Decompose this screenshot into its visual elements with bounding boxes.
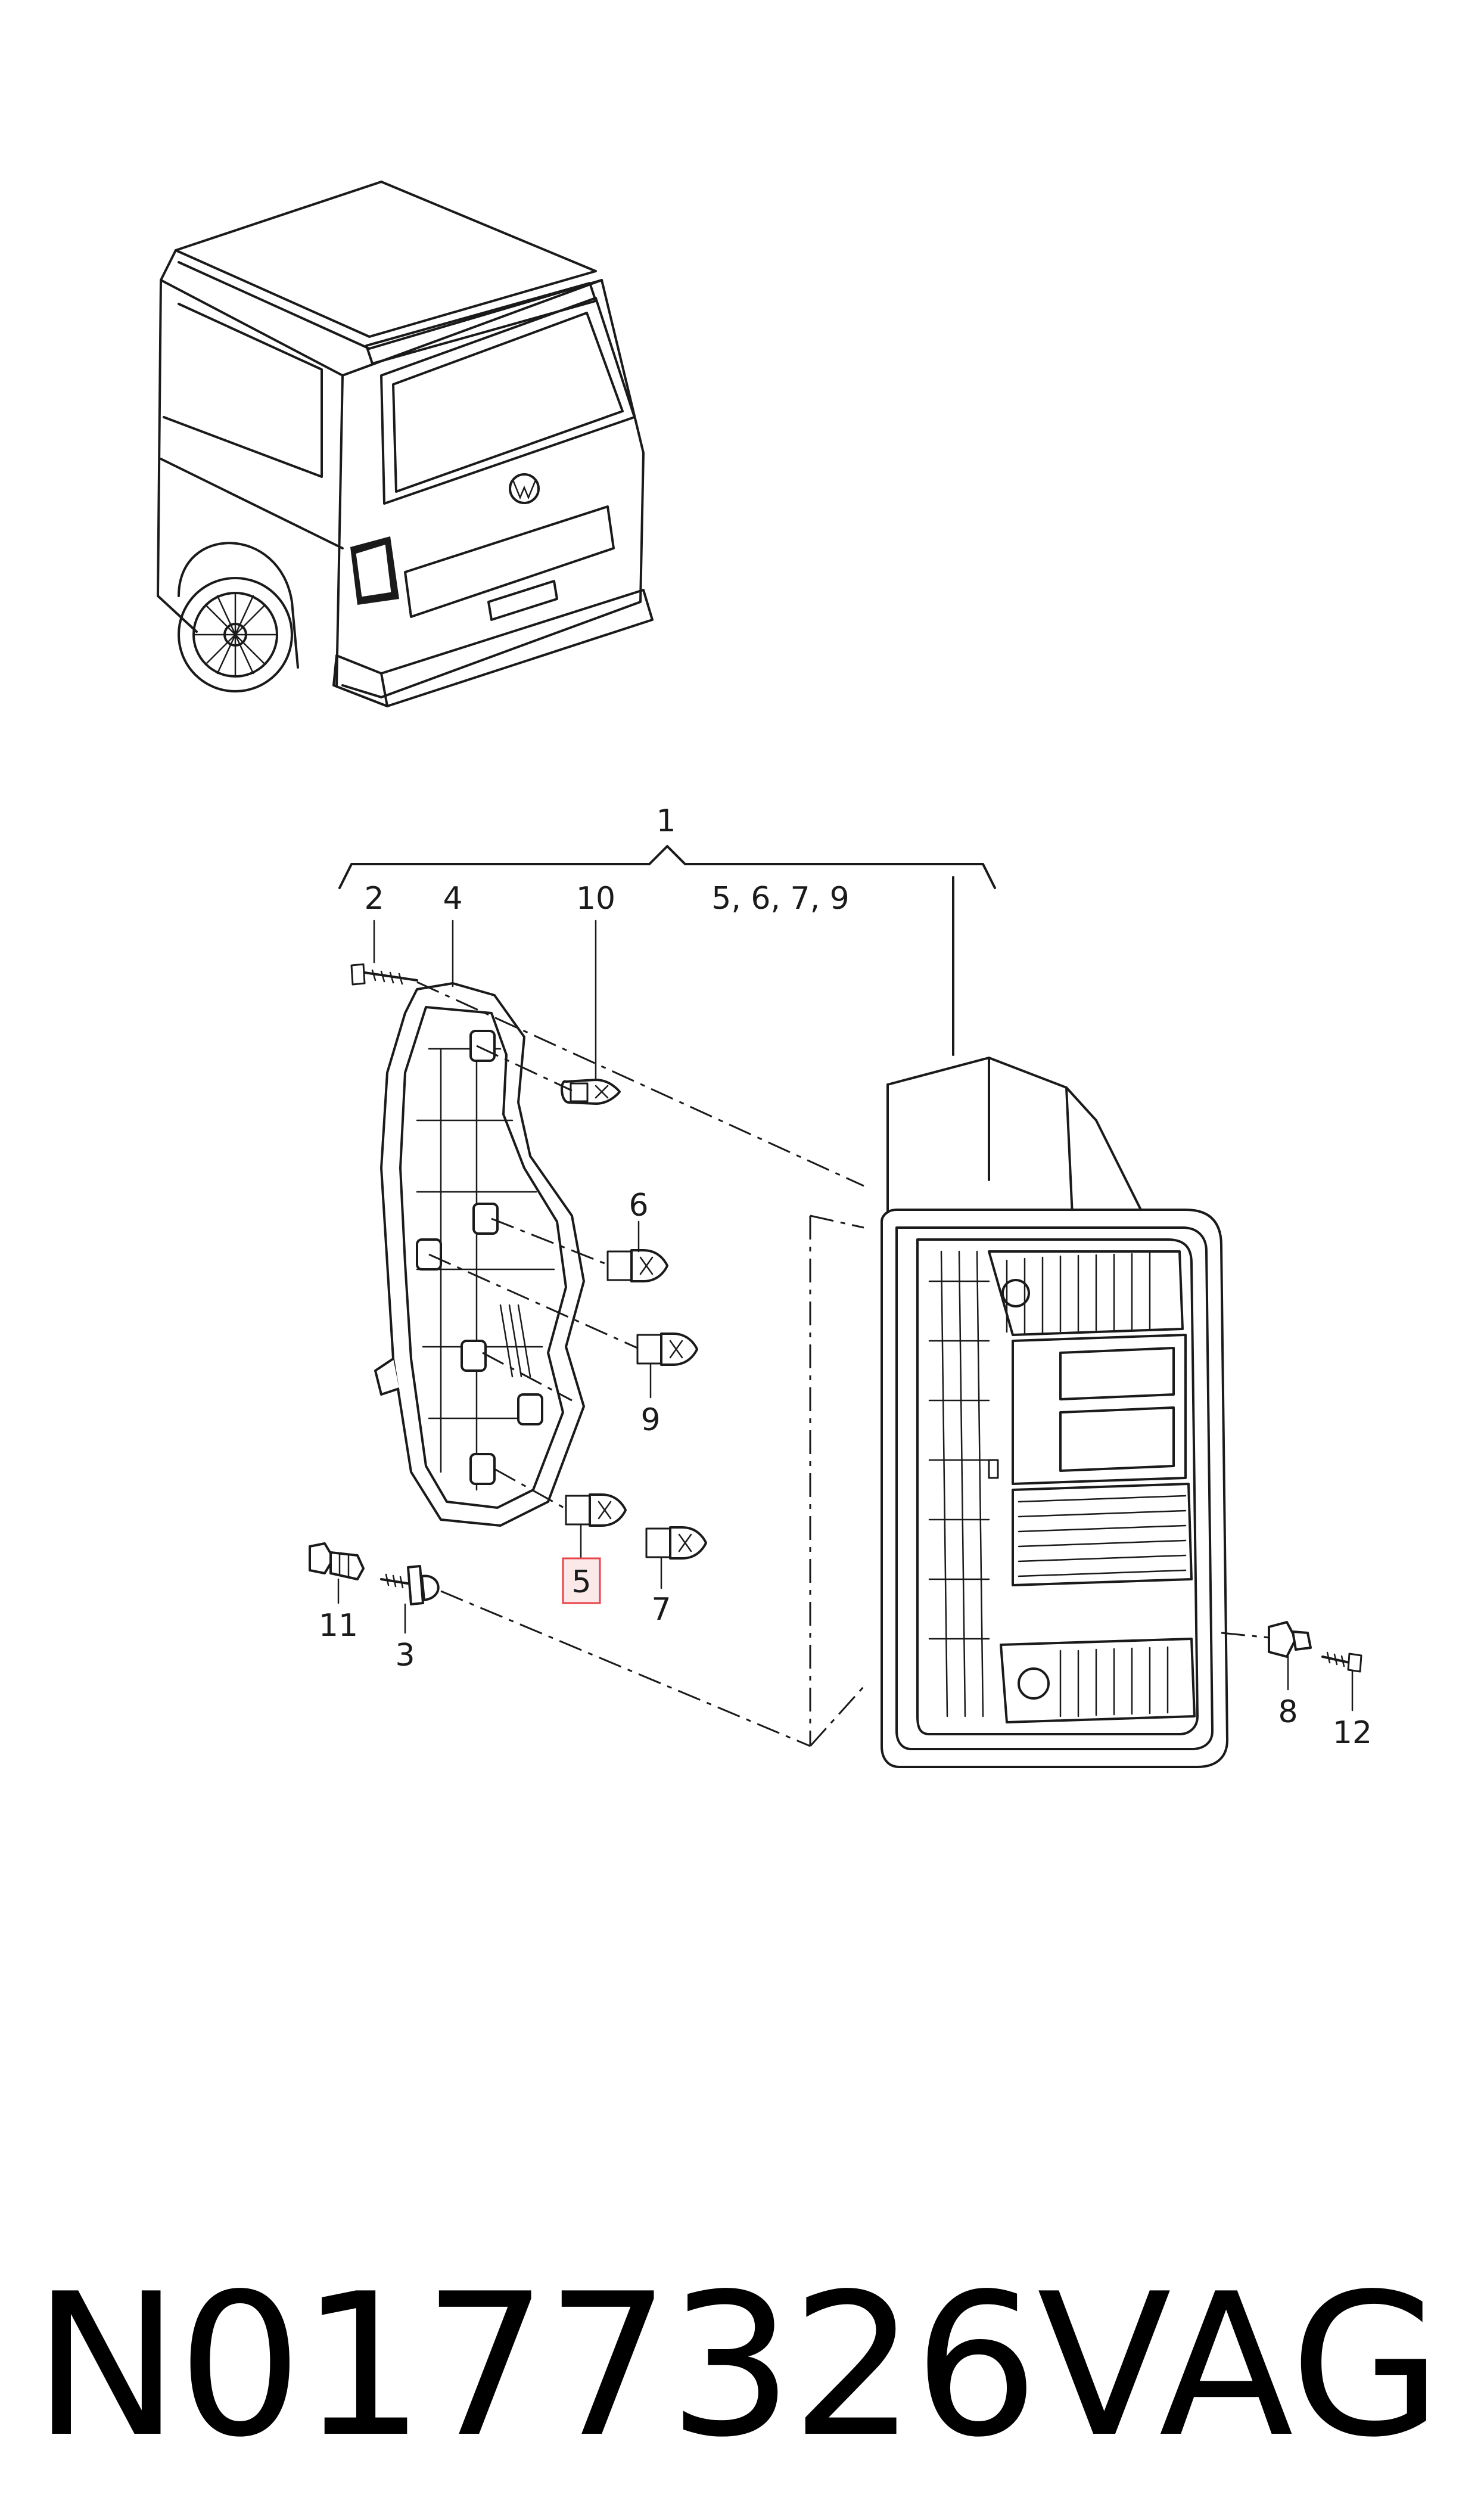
fastener-part-3 — [380, 1565, 440, 1605]
callout-7: 7 — [651, 1592, 671, 1627]
footer-caption: N0177326 VAG — [0, 2253, 1484, 2479]
assembly-bracket — [338, 845, 996, 1056]
bulb-carrier-plate — [374, 982, 585, 1527]
callout-12: 12 — [1333, 1715, 1372, 1751]
callout-8: 8 — [1278, 1694, 1298, 1730]
callout-3: 3 — [395, 1638, 415, 1673]
callout-5-6-7-9: 5, 6, 7, 9 — [711, 881, 850, 917]
bulb-part-9 — [636, 1333, 698, 1366]
assembly-leader-lines — [416, 981, 865, 1747]
bulb-part-6 — [606, 1249, 668, 1282]
callout-leaders — [337, 920, 1354, 1712]
callout-6: 6 — [629, 1188, 648, 1223]
van-illustration — [157, 181, 654, 707]
clip-part-8 — [1221, 1621, 1312, 1658]
callout-labels: 1 2 4 10 5, 6, 7, 9 6 9 5 7 11 3 8 12 — [319, 803, 1372, 1751]
callout-5-highlight-box — [562, 1557, 601, 1604]
screw-part-2 — [350, 963, 418, 986]
bulb-part-5 — [565, 1493, 627, 1527]
callout-11: 11 — [319, 1608, 358, 1644]
clip-part-11 — [309, 1542, 365, 1580]
tail-light-housing — [881, 1057, 1228, 1768]
callout-4: 4 — [443, 881, 462, 917]
brand-name: VAG — [1037, 2251, 1442, 2480]
callout-1: 1 — [656, 803, 676, 839]
part-number: N0177326 — [33, 2251, 1039, 2480]
bulb-part-10 — [561, 1079, 621, 1105]
callout-9: 9 — [640, 1402, 660, 1438]
bulb-part-7 — [645, 1526, 707, 1560]
callout-2: 2 — [364, 881, 384, 917]
callout-5: 5 — [571, 1564, 591, 1600]
screw-part-12 — [1321, 1651, 1362, 1673]
callout-10: 10 — [576, 881, 615, 917]
